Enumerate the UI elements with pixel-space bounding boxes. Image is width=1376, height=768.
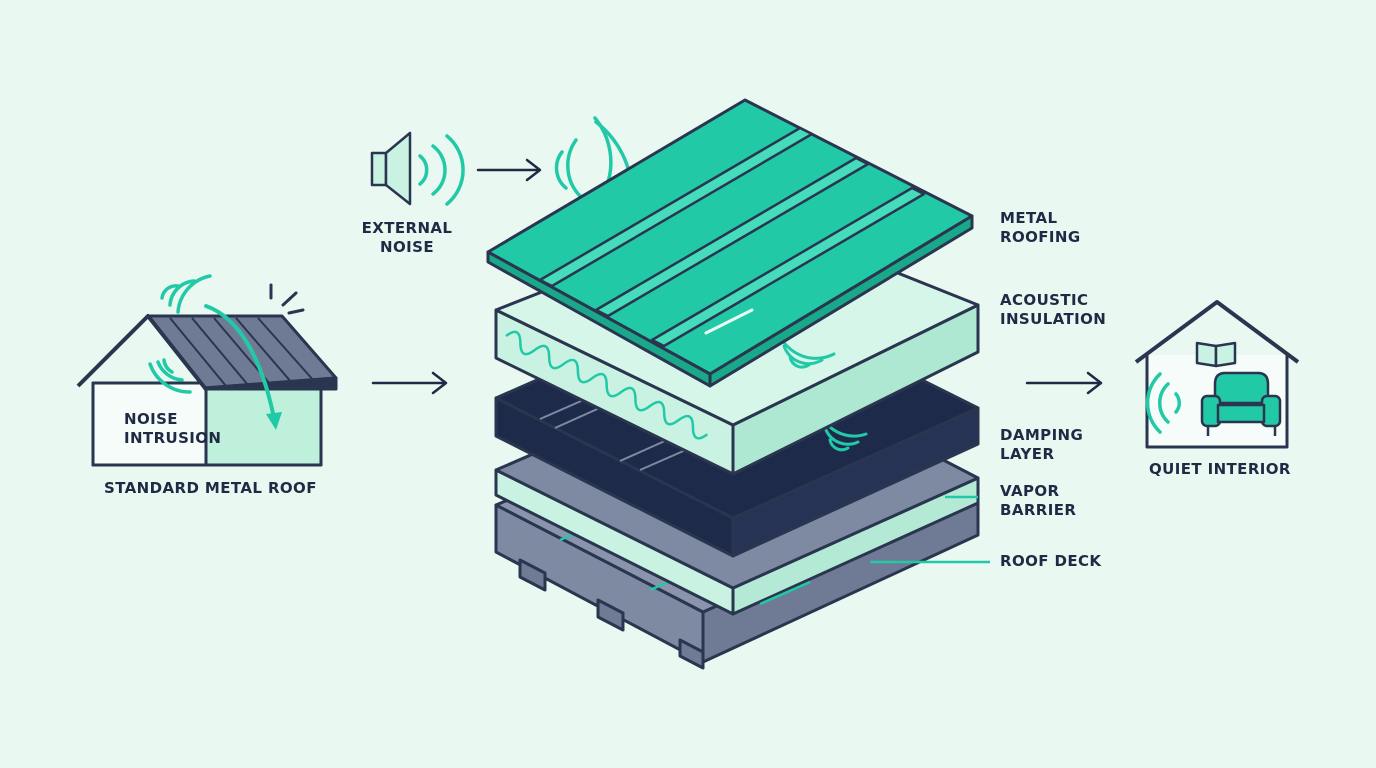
flow-arrows [371, 158, 1103, 395]
noise-path-arrow [204, 304, 282, 430]
acoustic-insulation-label: ACOUSTIC INSULATION [1000, 291, 1107, 328]
arrow-right-icon [1025, 371, 1103, 395]
noise-intrusion-label: NOISE INTRUSION [124, 410, 222, 447]
vapor-barrier-label: VAPOR BARRIER [1000, 482, 1077, 519]
standard-metal-roof-label: STANDARD METAL ROOF [104, 479, 317, 497]
arrow-right-icon [371, 371, 448, 395]
external-noise-label: EXTERNAL NOISE [361, 219, 453, 256]
sound-wave-icon [1145, 372, 1181, 434]
leader-lines [870, 495, 990, 564]
standard-house-illustration [76, 314, 338, 467]
armchair-icon [1200, 371, 1282, 436]
sound-wave-icon [148, 274, 212, 394]
arrow-right-icon [476, 158, 542, 182]
metal-roofing-layer [486, 98, 974, 388]
speaker-icon [370, 131, 412, 206]
quiet-interior-label: QUIET INTERIOR [1149, 460, 1291, 478]
metal-roofing-label: METAL ROOFING [1000, 209, 1081, 246]
house-side-wall [206, 383, 321, 465]
damping-layer-label: DAMPING LAYER [1000, 426, 1084, 463]
sound-wave-icon [418, 134, 465, 206]
book-icon [1195, 341, 1237, 368]
gable-edge [76, 314, 207, 390]
impact-lines-icon [269, 283, 305, 315]
roof-deck-label: ROOF DECK [1000, 552, 1102, 570]
